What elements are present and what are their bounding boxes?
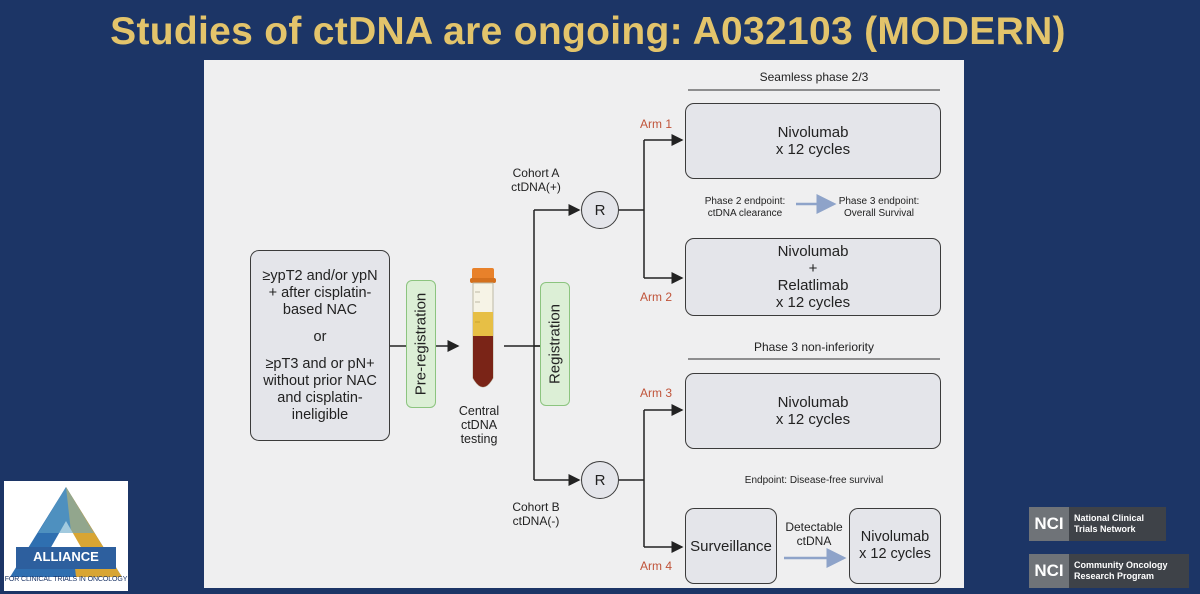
arm-1-cycles: x 12 cycles bbox=[775, 141, 851, 158]
central-testing-label: Central ctDNA testing bbox=[449, 404, 509, 446]
tube-label-line: testing bbox=[460, 432, 498, 446]
alliance-triangle-icon bbox=[10, 487, 122, 577]
detectable-ctdna-label: Detectable ctDNA bbox=[778, 520, 850, 548]
preregistration-step: Pre-registration bbox=[406, 280, 436, 408]
eligibility-box: ≥ypT2 and/or ypN + after cisplatin- base… bbox=[250, 250, 390, 441]
eligibility-line: + after cisplatin- bbox=[268, 284, 372, 301]
eligibility-line: and cisplatin- bbox=[277, 389, 363, 406]
arm-3-cycles: x 12 cycles bbox=[775, 411, 851, 428]
randomization-node-a: R bbox=[581, 191, 619, 229]
nci-mark: NCI bbox=[1029, 554, 1069, 588]
blood-tube-icon bbox=[470, 268, 496, 388]
cohort-b-line: Cohort B bbox=[512, 500, 560, 514]
arm-2-drug-1: Nivolumab bbox=[777, 243, 849, 260]
nci-ncorp-logo: NCI Community Oncology Research Program bbox=[1029, 554, 1189, 588]
alliance-logo: ALLIANCE FOR CLINICAL TRIALS IN ONCOLOGY bbox=[4, 481, 128, 591]
arm-2-drug-2: Relatlimab bbox=[777, 277, 849, 294]
arm-1-drug: Nivolumab bbox=[777, 124, 849, 141]
nci-nctn-logo: NCI National Clinical Trials Network bbox=[1029, 507, 1166, 541]
alliance-name: ALLIANCE bbox=[33, 549, 99, 564]
cohort-b-label: Cohort B ctDNA(-) bbox=[505, 500, 567, 528]
arm-3-drug: Nivolumab bbox=[777, 394, 849, 411]
nci-nctn-line: National Clinical bbox=[1074, 513, 1145, 523]
nci-ncorp-text: Community Oncology Research Program bbox=[1069, 554, 1189, 588]
nci-ncorp-line: Research Program bbox=[1074, 571, 1155, 581]
eligibility-or: or bbox=[313, 328, 327, 345]
phase3-endpoint-label: Phase 3 endpoint: Overall Survival bbox=[834, 196, 924, 220]
arm-2-label: Arm 2 bbox=[640, 290, 673, 304]
cohort-b-line: ctDNA(-) bbox=[512, 514, 560, 528]
preregistration-label: Pre-registration bbox=[412, 292, 430, 396]
phase3-endpoint-line: Phase 3 endpoint: bbox=[838, 196, 920, 207]
detectable-line: ctDNA bbox=[796, 534, 832, 548]
nci-ncorp-line: Community Oncology bbox=[1074, 560, 1168, 570]
nci-nctn-text: National Clinical Trials Network bbox=[1069, 507, 1166, 541]
study-schema-panel: ≥ypT2 and/or ypN + after cisplatin- base… bbox=[204, 60, 964, 588]
phase2-endpoint-line: ctDNA clearance bbox=[707, 208, 783, 219]
arm-3-label: Arm 3 bbox=[640, 386, 673, 400]
randomization-node-b: R bbox=[581, 461, 619, 499]
arm-4-treatment-box: Nivolumab x 12 cycles bbox=[849, 508, 941, 584]
dfs-endpoint-label: Endpoint: Disease-free survival bbox=[744, 475, 884, 486]
registration-step: Registration bbox=[540, 282, 570, 406]
nci-mark: NCI bbox=[1029, 507, 1069, 541]
arm-1-treatment-box: Nivolumab x 12 cycles bbox=[685, 103, 941, 179]
nci-nctn-line: Trials Network bbox=[1074, 524, 1136, 534]
eligibility-line: without prior NAC bbox=[263, 372, 377, 389]
arm-2-treatment-box: Nivolumab + Relatlimab x 12 cycles bbox=[685, 238, 941, 316]
surveillance-box: Surveillance bbox=[685, 508, 777, 584]
arm-4-label: Arm 4 bbox=[640, 559, 673, 573]
arm-4-cycles: x 12 cycles bbox=[859, 546, 931, 562]
phase3-endpoint-line: Overall Survival bbox=[843, 208, 915, 219]
phase2-endpoint-line: Phase 2 endpoint: bbox=[704, 196, 786, 207]
arm-4-drug: Nivolumab bbox=[860, 529, 930, 545]
alliance-subtitle: FOR CLINICAL TRIALS IN ONCOLOGY bbox=[4, 576, 128, 583]
cohort-a-line: ctDNA(+) bbox=[511, 180, 561, 194]
registration-label: Registration bbox=[546, 303, 564, 385]
noninferiority-header: Phase 3 non-inferiority bbox=[753, 340, 875, 354]
arm-3-treatment-box: Nivolumab x 12 cycles bbox=[685, 373, 941, 449]
cohort-a-label: Cohort A ctDNA(+) bbox=[505, 166, 567, 194]
detectable-line: Detectable bbox=[785, 520, 843, 534]
arm-2-plus: + bbox=[808, 260, 818, 277]
eligibility-line: ≥ypT2 and/or ypN bbox=[262, 267, 378, 284]
arm-1-label: Arm 1 bbox=[640, 117, 673, 131]
eligibility-line: ≥pT3 and or pN+ bbox=[265, 355, 375, 372]
cohort-a-line: Cohort A bbox=[512, 166, 560, 180]
tube-label-line: ctDNA bbox=[460, 418, 498, 432]
seamless-phase-header: Seamless phase 2/3 bbox=[759, 70, 869, 84]
arm-2-cycles: x 12 cycles bbox=[775, 294, 851, 311]
slide-title: Studies of ctDNA are ongoing: A032103 (M… bbox=[110, 10, 1066, 53]
phase2-endpoint-label: Phase 2 endpoint: ctDNA clearance bbox=[698, 196, 792, 220]
tube-label-line: Central bbox=[458, 404, 500, 418]
eligibility-line: ineligible bbox=[291, 406, 349, 423]
eligibility-line: based NAC bbox=[282, 301, 358, 318]
